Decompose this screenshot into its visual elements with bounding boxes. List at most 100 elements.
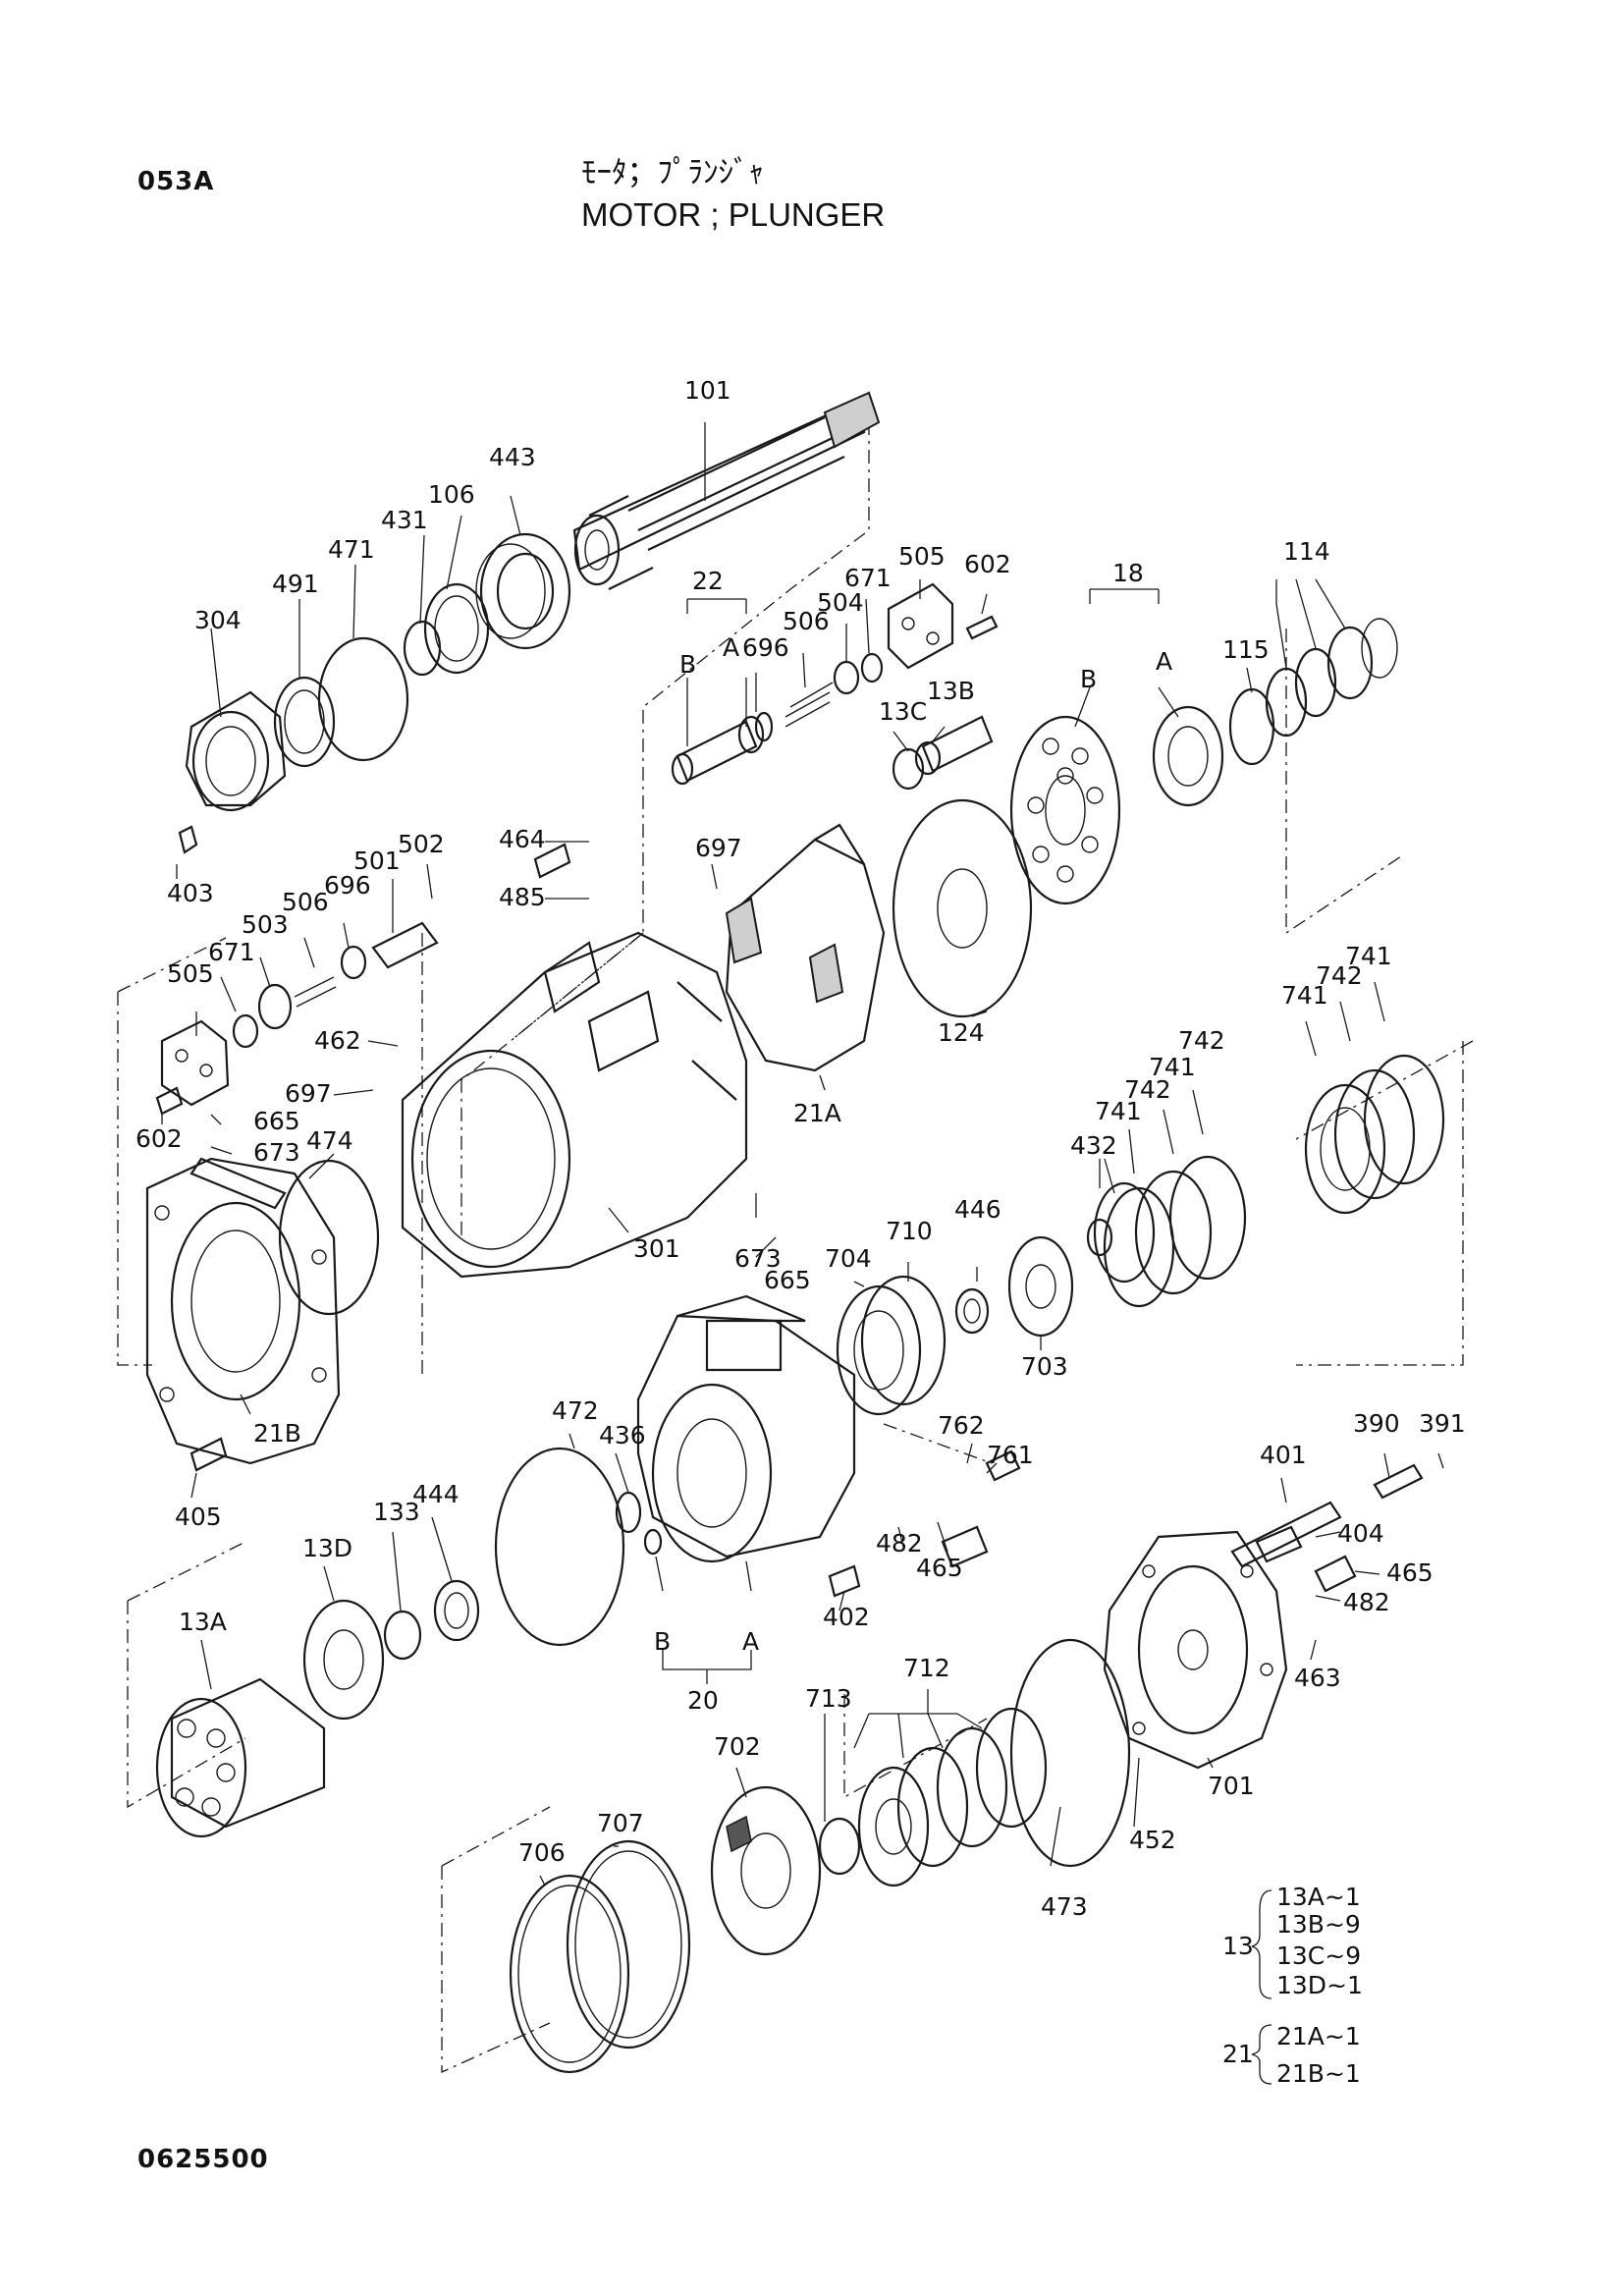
callout-485: 485: [499, 883, 546, 911]
legend-21-item-a: 21A~1: [1276, 2022, 1361, 2050]
callout-464: 464: [499, 825, 546, 853]
bearing-446: [954, 1287, 990, 1335]
callout-20-B: B: [654, 1627, 671, 1656]
callout-701: 701: [1208, 1772, 1255, 1800]
callout-432: 432: [1070, 1131, 1117, 1160]
callout-390: 390: [1353, 1409, 1400, 1438]
callout-13D: 13D: [302, 1534, 352, 1562]
callout-13A: 13A: [179, 1608, 227, 1636]
callout-462: 462: [314, 1026, 361, 1055]
callout-22-B: B: [679, 650, 696, 679]
callout-452: 452: [1129, 1826, 1176, 1854]
legend-21-item-b: 21B~1: [1276, 2059, 1361, 2088]
callout-702: 702: [714, 1732, 761, 1761]
legend-group-21: 21 21A~1 21B~1: [1222, 2022, 1361, 2088]
cylinder-block-13A: [155, 1677, 326, 1838]
seal-rings: [273, 582, 490, 768]
bearing-444: [433, 1579, 480, 1642]
assembly-boundaries: [117, 393, 1474, 2074]
callout-405: 405: [175, 1503, 222, 1531]
brake-piston-704-710: [836, 1275, 947, 1416]
seal-472: [494, 1447, 625, 1647]
callout-403: 403: [167, 879, 214, 907]
valve-plate-13D: [302, 1599, 385, 1721]
bearing-443: [475, 532, 571, 650]
callout-22: 22: [692, 567, 724, 595]
callout-21B: 21B: [253, 1419, 301, 1448]
seal-474: [278, 1159, 380, 1316]
legend-13-item-c: 13C~9: [1276, 1941, 1361, 1970]
callout-101: 101: [684, 376, 731, 405]
gear-703: [1007, 1218, 1113, 1338]
cover-21B: [145, 1157, 341, 1465]
legend-13-label: 13: [1222, 1932, 1254, 1960]
legend-21-label: 21: [1222, 2040, 1254, 2068]
callout-20: 20: [687, 1686, 719, 1715]
callout-665-left: 665: [253, 1107, 300, 1135]
swash-plate-124: [892, 798, 1033, 1018]
cover-plate-505-top: [887, 582, 999, 670]
callout-18-B: B: [1080, 665, 1097, 693]
callout-labels: 101 443 106 431 471 491 304 403 22 B A 6…: [135, 376, 1466, 1921]
spool-22: [671, 652, 884, 786]
valve-body-20: [636, 1294, 856, 1563]
callout-304: 304: [194, 606, 242, 634]
callout-22-A: A: [723, 633, 739, 662]
housing-301: [401, 931, 748, 1279]
callout-463: 463: [1294, 1664, 1341, 1692]
bolts: [155, 843, 1424, 1598]
flange-304: [178, 690, 287, 854]
callout-706: 706: [518, 1838, 566, 1867]
ring-713: [818, 1817, 861, 1876]
ring-133: [383, 1610, 422, 1661]
callout-404: 404: [1337, 1519, 1384, 1548]
callout-505-left: 505: [167, 959, 214, 988]
callout-704: 704: [825, 1244, 872, 1273]
callout-697-top: 697: [695, 834, 742, 862]
callout-741-c: 741: [1149, 1053, 1196, 1081]
callout-482-mid: 482: [876, 1529, 923, 1558]
callout-602-top: 602: [964, 550, 1011, 578]
callout-741-b: 741: [1281, 981, 1328, 1010]
swash-body-21A: [725, 823, 886, 1072]
callout-696-top: 696: [742, 633, 789, 662]
callout-20-A: A: [742, 1627, 759, 1656]
callout-471: 471: [328, 535, 375, 564]
callout-13B: 13B: [927, 677, 975, 705]
callout-443: 443: [489, 443, 536, 471]
callout-482-right: 482: [1343, 1588, 1390, 1616]
leader-lines: [161, 422, 1444, 1886]
callout-506-left: 506: [282, 888, 329, 916]
callout-741-d: 741: [1095, 1097, 1142, 1125]
callout-710: 710: [886, 1217, 933, 1245]
document-number: 0625500: [137, 2145, 269, 2174]
callout-696-left: 696: [324, 871, 371, 900]
rings-706-707: [509, 1839, 691, 2074]
legend-13-item-b: 13B~9: [1276, 1910, 1361, 1939]
legend-group-13: 13 13A~1 13B~9 13C~9 13D~1: [1222, 1883, 1363, 1999]
callout-402: 402: [823, 1603, 870, 1631]
callout-742-a: 742: [1316, 961, 1363, 990]
callout-431: 431: [381, 506, 428, 534]
callout-673-mid: 673: [734, 1244, 782, 1273]
callout-602-left: 602: [135, 1124, 183, 1153]
cover-plate-505-left: [160, 921, 439, 1107]
callout-13C: 13C: [879, 697, 927, 726]
callout-502: 502: [398, 830, 445, 858]
callout-473: 473: [1041, 1892, 1088, 1921]
callout-444: 444: [412, 1480, 460, 1508]
callout-501: 501: [353, 847, 401, 875]
end-cover-701: [1103, 1530, 1288, 1770]
callout-665-mid: 665: [764, 1266, 811, 1294]
callout-391: 391: [1419, 1409, 1466, 1438]
seal-473: [1009, 1638, 1131, 1868]
callout-712: 712: [903, 1654, 950, 1682]
callout-697-left: 697: [285, 1079, 332, 1108]
output-shaft: [572, 391, 881, 590]
callout-106: 106: [428, 480, 475, 509]
callout-301: 301: [633, 1234, 680, 1263]
callout-18-A: A: [1156, 647, 1172, 676]
bearing-18A: [1152, 705, 1224, 807]
callout-762: 762: [938, 1411, 985, 1440]
